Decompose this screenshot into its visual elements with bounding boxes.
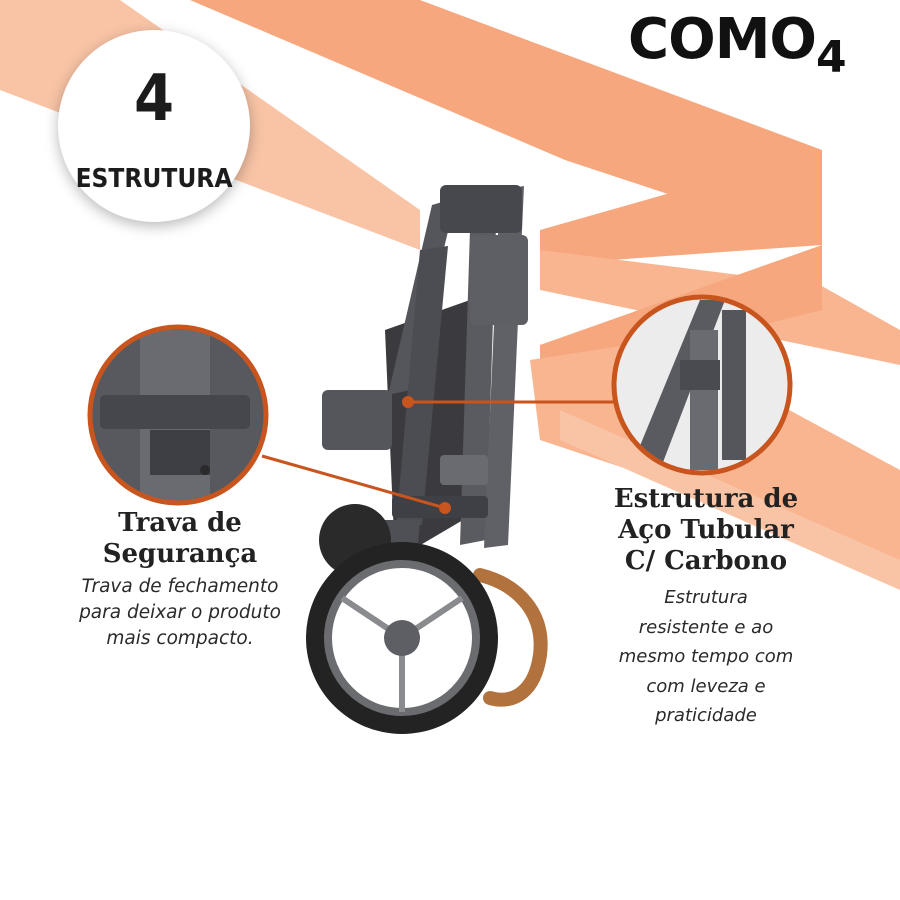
hinge-lower bbox=[322, 390, 392, 450]
hinge-mid bbox=[470, 235, 528, 325]
hinge-top bbox=[440, 185, 522, 233]
safety-lock-callout bbox=[87, 324, 451, 514]
tubular-frame-text: Estrutura de Aço Tubular C/ Carbono Estr… bbox=[592, 484, 820, 731]
magnifier-ring-right bbox=[611, 294, 793, 476]
frame-title-2: Aço Tubular bbox=[618, 515, 794, 545]
frame-rail-mid bbox=[396, 246, 448, 528]
stripe-fold-1 bbox=[540, 150, 822, 265]
magnifier-ring-left bbox=[87, 324, 269, 506]
stripe-top bbox=[190, 0, 822, 245]
desc-line: com leveza e bbox=[646, 675, 766, 697]
brand-logo: COMO4 bbox=[628, 7, 847, 80]
desc-line: para deixar o produto bbox=[79, 602, 281, 623]
frame-description: Estrutura resistente e ao mesmo tempo co… bbox=[592, 583, 820, 731]
safety-lock-title-2: Segurança bbox=[102, 539, 258, 569]
wheel-hub bbox=[384, 620, 420, 656]
brand-model-number: 4 bbox=[816, 32, 847, 83]
brand-name: COMO bbox=[628, 7, 817, 72]
callout-dot-right bbox=[402, 396, 414, 408]
desc-line: mais compacto. bbox=[106, 628, 254, 649]
tubular-frame-callout bbox=[402, 294, 793, 476]
desc-line: Trava de fechamento bbox=[81, 576, 279, 597]
badge-label: ESTRUTURA bbox=[75, 164, 233, 194]
desc-line: mesmo tempo com bbox=[618, 646, 794, 667]
safety-lock-title-1: Trava de bbox=[118, 508, 242, 538]
section-badge: 4 ESTRUTURA bbox=[58, 30, 250, 222]
carry-handle bbox=[473, 568, 548, 707]
desc-line: praticidade bbox=[655, 705, 757, 726]
desc-line: Estrutura bbox=[664, 587, 748, 608]
desc-line: resistente e ao bbox=[638, 616, 774, 638]
lock-bracket bbox=[440, 455, 488, 485]
safety-lock-text: Trava de Segurança Trava de fechamento p… bbox=[40, 508, 320, 652]
badge-number: 4 bbox=[133, 62, 175, 136]
safety-lock-description: Trava de fechamento para deixar o produt… bbox=[40, 574, 320, 652]
frame-title-3: C/ Carbono bbox=[624, 546, 788, 576]
callout-line-left bbox=[261, 454, 446, 510]
rear-wheel bbox=[306, 504, 498, 734]
frame-title-1: Estrutura de bbox=[613, 484, 799, 514]
callout-dot-left bbox=[439, 502, 451, 514]
